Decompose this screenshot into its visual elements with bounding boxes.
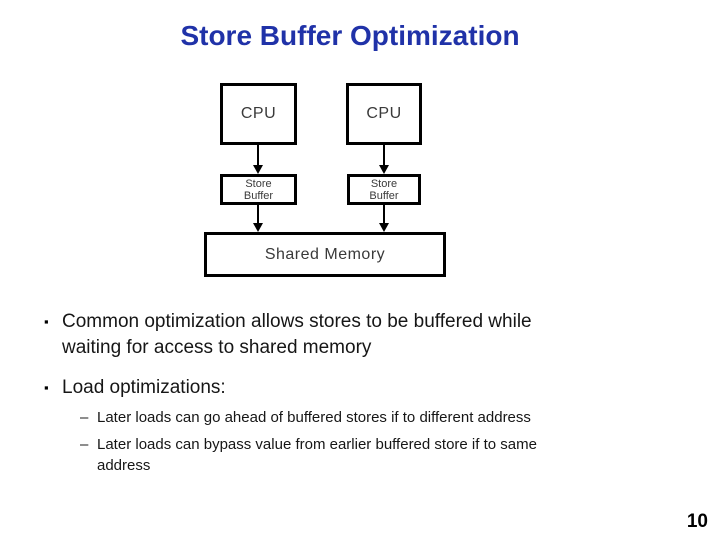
sub-bullet-item: – Later loads can go ahead of buffered s… bbox=[80, 407, 694, 428]
arrow-buffer-left-to-memory bbox=[257, 205, 259, 224]
bullet-list: ▪ Common optimization allows stores to b… bbox=[44, 309, 694, 476]
bullet-item: ▪ Load optimizations: bbox=[44, 375, 694, 401]
store-buffer-right-line1: Store bbox=[370, 177, 398, 190]
arrow-cpu-right-to-buffer bbox=[383, 145, 385, 166]
arrowhead-down-icon bbox=[379, 223, 389, 232]
square-bullet-icon: ▪ bbox=[44, 314, 49, 329]
sub-bullet-line: Later loads can bypass value from earlie… bbox=[97, 436, 537, 453]
bullet-line: Common optimization allows stores to be … bbox=[62, 311, 532, 332]
cpu-right-label: CPU bbox=[366, 105, 402, 122]
cpu-left-label: CPU bbox=[240, 105, 277, 122]
store-buffer-left-line2: Buffer bbox=[243, 189, 274, 202]
sub-bullet-list: – Later loads can go ahead of buffered s… bbox=[80, 407, 694, 476]
store-buffer-left-line1: Store bbox=[245, 177, 272, 190]
shared-memory-box: Shared Memory bbox=[204, 232, 446, 277]
cpu-left-box: CPU bbox=[220, 83, 297, 145]
store-buffer-right-line2: Buffer bbox=[369, 189, 399, 202]
store-buffer-left-label: Store Buffer bbox=[244, 178, 273, 202]
sub-bullet-text: Later loads can bypass value from earlie… bbox=[97, 434, 537, 476]
page-title: Store Buffer Optimization bbox=[180, 20, 520, 51]
bullet-item: ▪ Common optimization allows stores to b… bbox=[44, 309, 694, 361]
sub-bullet-item: – Later loads can bypass value from earl… bbox=[80, 434, 694, 476]
bullet-text: Common optimization allows stores to be … bbox=[62, 309, 532, 361]
bullet-line: waiting for access to shared memory bbox=[62, 337, 372, 358]
bullet-line: Load optimizations: bbox=[62, 377, 226, 398]
dash-bullet-icon: – bbox=[80, 409, 89, 426]
dash-bullet-icon: – bbox=[80, 436, 89, 453]
arrowhead-down-icon bbox=[253, 223, 263, 232]
arrow-cpu-left-to-buffer bbox=[257, 145, 259, 166]
store-buffer-left-box: Store Buffer bbox=[220, 174, 297, 205]
store-buffer-right-box: Store Buffer bbox=[347, 174, 421, 205]
arrow-buffer-right-to-memory bbox=[383, 205, 385, 224]
store-buffer-right-label: Store Buffer bbox=[369, 178, 398, 202]
cpu-right-box: CPU bbox=[346, 83, 422, 145]
arrowhead-down-icon bbox=[253, 165, 263, 174]
shared-memory-label: Shared Memory bbox=[264, 245, 386, 263]
sub-bullet-line: address bbox=[97, 457, 151, 474]
sub-bullet-line: Later loads can go ahead of buffered sto… bbox=[97, 409, 531, 426]
arrowhead-down-icon bbox=[379, 165, 389, 174]
page-number: 10 bbox=[686, 511, 708, 532]
bullet-text: Load optimizations: bbox=[62, 375, 226, 401]
sub-bullet-text: Later loads can go ahead of buffered sto… bbox=[97, 407, 531, 428]
square-bullet-icon: ▪ bbox=[44, 380, 49, 395]
